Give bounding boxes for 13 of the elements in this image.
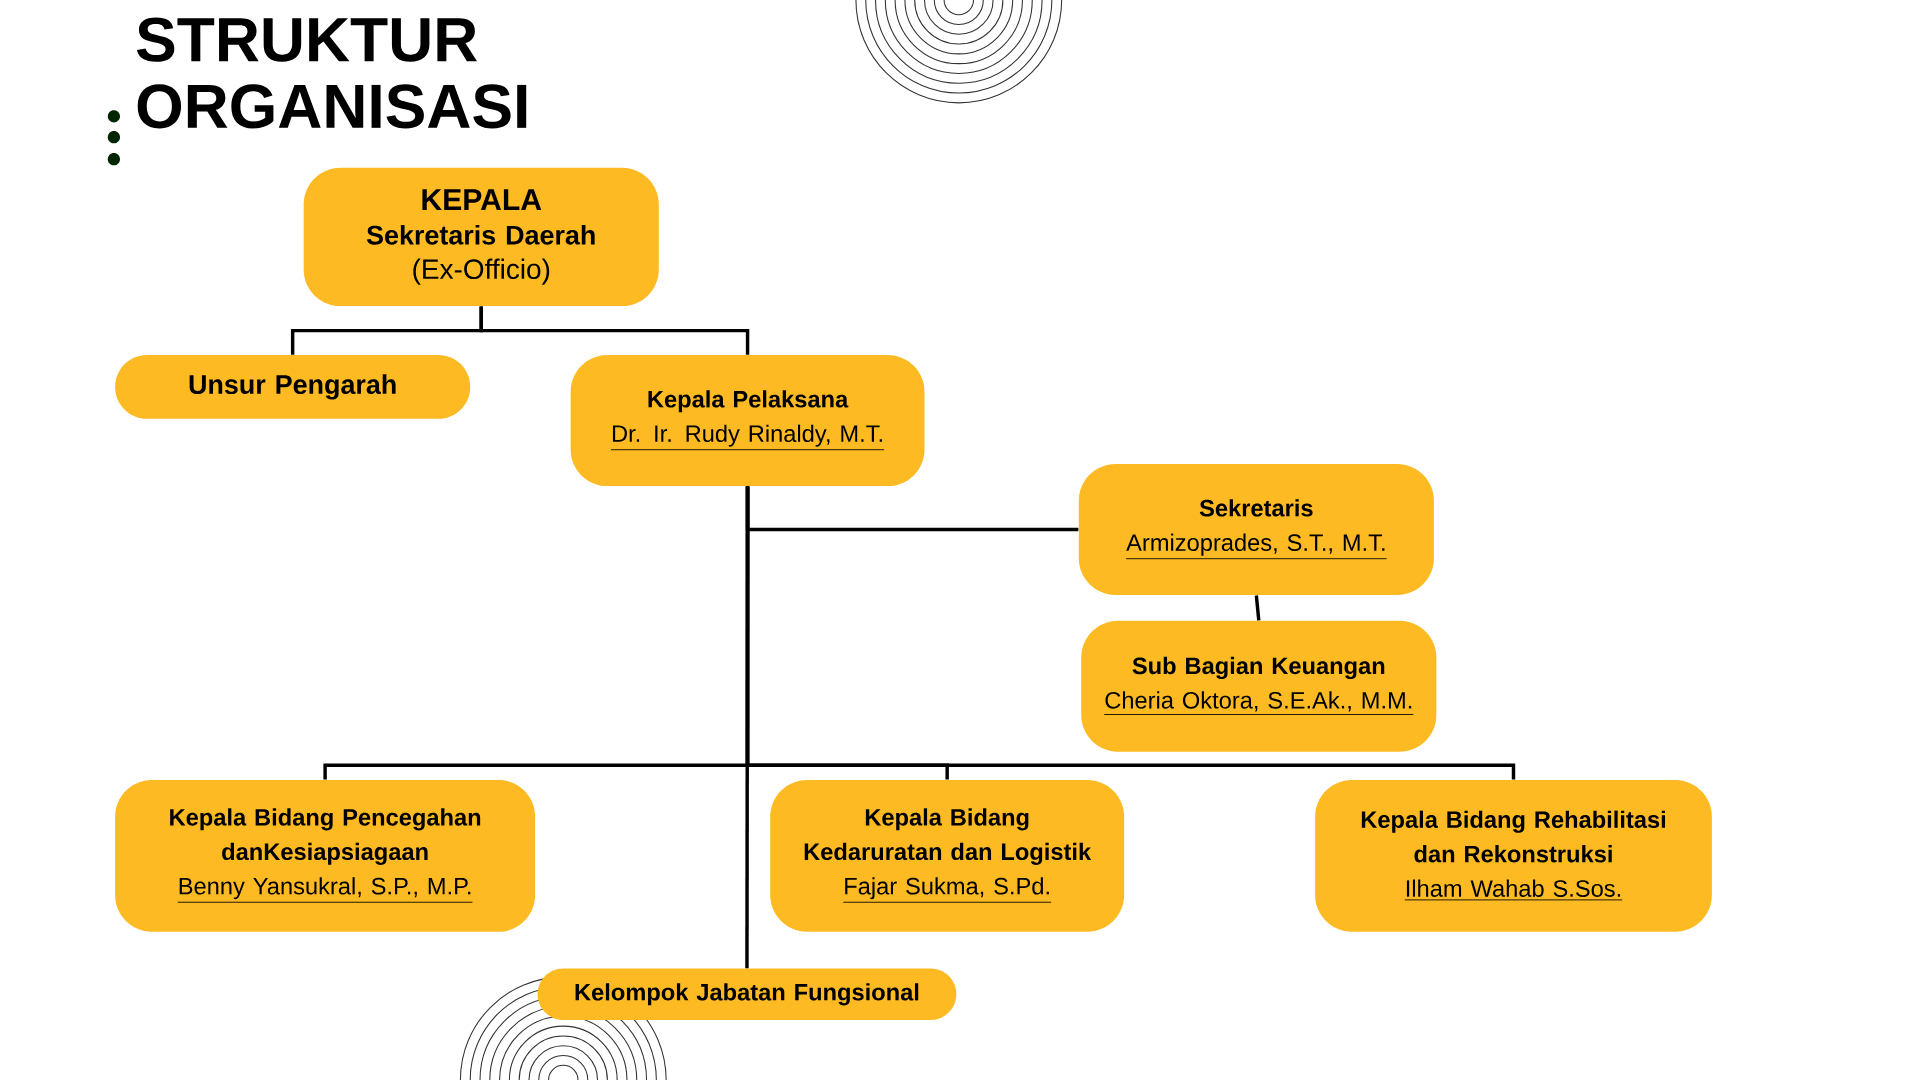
position-box: Sekretaris Armizoprades, S.T., M.T.	[1078, 464, 1434, 596]
position-box: Kepala Pelaksana Dr. Ir. Rudy Rinaldy, M.T.	[570, 355, 925, 487]
position-box: Kepala Bidang Kedaruratan dan Logistik Fajar Sukma, S.Pd.	[770, 780, 1125, 932]
position-box: Kepala Bidang Rehabilitasi dan Rekonstruksi Ilham Wahab S.Sos.	[1315, 780, 1712, 932]
connector-line	[479, 306, 750, 355]
connector-line	[1254, 595, 1261, 621]
position-box: KEPALA Sekretaris Daerah (Ex-Officio)	[303, 167, 659, 307]
position-box: Kelompok Jabatan Fungsional	[537, 968, 957, 1020]
title: STRUKTUR ORGANISASI	[136, 17, 527, 129]
connector-line	[745, 486, 750, 969]
position-box: Sub Bagian Keuangan Cheria Oktora, S.E.Ak., M.M.	[1081, 620, 1437, 752]
position-box: Kepala Bidang Pencegahan danKesiapsiagaan Benny Yansukral, S.P., M.P.	[115, 780, 536, 932]
position-box: Unsur Pengarah	[115, 355, 471, 419]
